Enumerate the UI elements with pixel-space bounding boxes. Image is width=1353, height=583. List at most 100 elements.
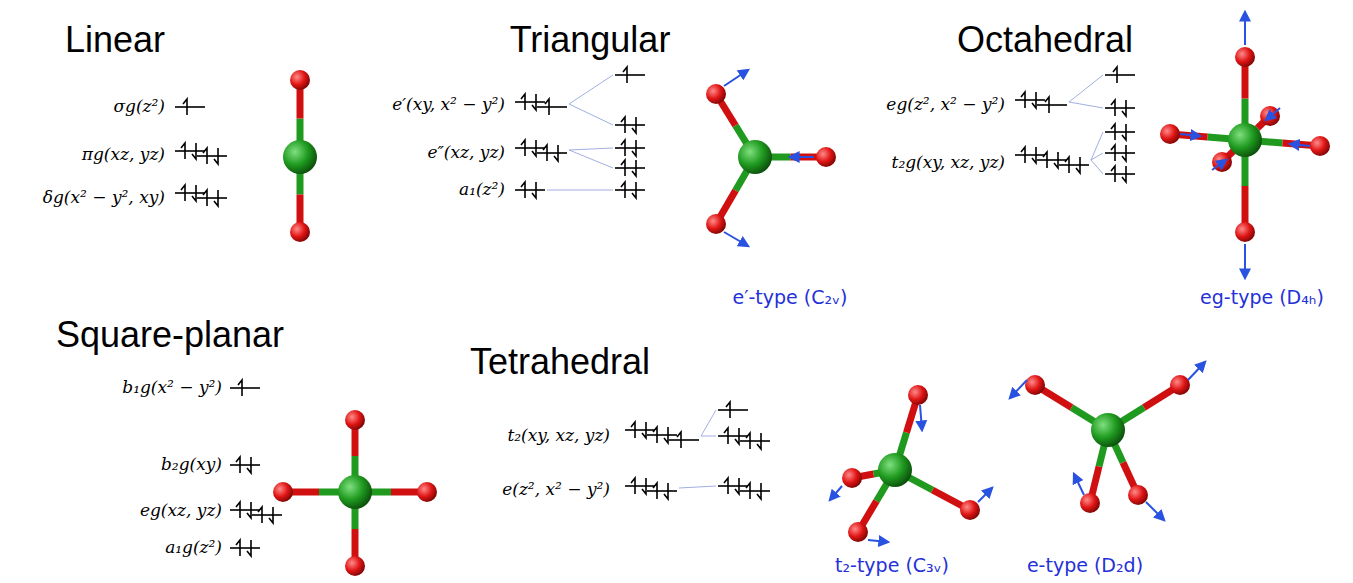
orbital-level (230, 509, 260, 511)
spin-arrow (632, 160, 636, 176)
spin-arrow (653, 427, 657, 443)
orbital-level (1105, 152, 1135, 154)
ligand-atom (290, 222, 310, 242)
ligand-atom (706, 84, 726, 104)
spin-arrow (621, 160, 625, 176)
orbital-level (1037, 159, 1067, 161)
spin-arrow (724, 428, 728, 444)
orbital-level (718, 409, 748, 411)
spin-arrow (746, 433, 750, 449)
ligand-atom (1128, 485, 1148, 505)
orbital-label: t₂(xy, xz, yz) (507, 426, 610, 446)
spin-arrow (1065, 157, 1069, 173)
orbital-level (1015, 154, 1045, 156)
orbital-label: a₁g(z²) (165, 538, 222, 558)
molecule (706, 70, 836, 246)
spin-arrow (1122, 145, 1126, 161)
spin-arrow (621, 117, 625, 133)
orbital-label: e″(xz, yz) (427, 143, 505, 163)
spin-arrow (664, 427, 668, 443)
orbital-label: πg(xz, yz) (82, 145, 165, 165)
spin-arrow (238, 380, 242, 396)
spin-arrow (1111, 124, 1115, 140)
molecule (1160, 12, 1330, 278)
displacement-arrow (978, 488, 992, 502)
metal-atom (1228, 123, 1262, 157)
orbital-label: eg(z², x² − y²) (886, 95, 1005, 115)
displacement-arrow (920, 405, 922, 430)
ligand-atom (706, 214, 726, 234)
spin-arrow (642, 478, 646, 494)
spin-arrow (236, 540, 240, 556)
spin-arrow (621, 140, 625, 156)
ligand-atom (842, 468, 862, 488)
section-title: Octahedral (957, 19, 1133, 60)
spin-arrow (1111, 166, 1115, 182)
displacement-arrow (1212, 160, 1226, 170)
spin-arrow (181, 143, 185, 159)
metal-atom (878, 453, 912, 487)
ligand-atom (1310, 136, 1330, 156)
displacement-arrow (1146, 502, 1164, 520)
ligand-atom (1080, 493, 1100, 513)
spin-arrow (1122, 166, 1126, 182)
orbital-label: σg(z²) (113, 97, 165, 117)
spin-arrow (1021, 92, 1025, 108)
orbital-level (1105, 173, 1135, 175)
orbital-level (537, 106, 567, 108)
mode-label: eg-type (D₄ₕ) (1200, 287, 1324, 309)
orbital-label: δg(x² − y², xy) (43, 188, 165, 208)
orbital-label: t₂g(xy, xz, yz) (892, 153, 1005, 173)
spin-arrow (554, 145, 558, 161)
spin-arrow (1032, 147, 1036, 163)
spin-arrow (623, 67, 627, 83)
spin-arrow (1122, 124, 1126, 140)
ligand-atom (1170, 375, 1190, 395)
spin-arrow (269, 507, 273, 523)
orbital-level (252, 514, 282, 516)
displacement-arrow (790, 156, 814, 158)
spin-arrow (236, 502, 240, 518)
spin-arrow (532, 94, 536, 110)
displacement-arrow (724, 232, 748, 246)
metal-atom (738, 140, 772, 174)
section-title: Tetrahedral (470, 341, 650, 382)
spin-arrow (532, 140, 536, 156)
spin-arrow (1076, 157, 1080, 173)
orbital-level (197, 197, 227, 199)
orbital-level (515, 147, 545, 149)
spin-arrow (521, 140, 525, 156)
spin-arrow (203, 190, 207, 206)
spin-arrow (258, 507, 262, 523)
ligand-atom (848, 522, 868, 542)
spin-arrow (1111, 145, 1115, 161)
correlation-line (569, 148, 613, 150)
spin-arrow (632, 140, 636, 156)
correlation-line (701, 436, 716, 437)
spin-arrow (1054, 152, 1058, 168)
correlation-line (679, 486, 716, 488)
displacement-arrow (1010, 380, 1027, 398)
ligand-atom (1212, 152, 1232, 172)
orbital-label: e(z², x² − y²) (502, 480, 610, 500)
spin-arrow (236, 457, 240, 473)
ligand-atom (816, 147, 836, 167)
orbital-level (175, 150, 205, 152)
ligand-atom (908, 385, 928, 405)
spin-arrow (214, 190, 218, 206)
correlation-line (569, 75, 613, 104)
spin-arrow (543, 145, 547, 161)
displacement-arrow (1074, 474, 1084, 495)
spin-arrow (746, 483, 750, 499)
spin-arrow (724, 478, 728, 494)
orbital-level (740, 490, 770, 492)
orbital-level (197, 155, 227, 157)
orbital-level (669, 439, 699, 441)
spin-arrow (1032, 92, 1036, 108)
spin-arrow (183, 99, 187, 115)
spin-arrow (192, 143, 196, 159)
correlation-line (1069, 102, 1103, 108)
spin-arrow (726, 402, 730, 418)
